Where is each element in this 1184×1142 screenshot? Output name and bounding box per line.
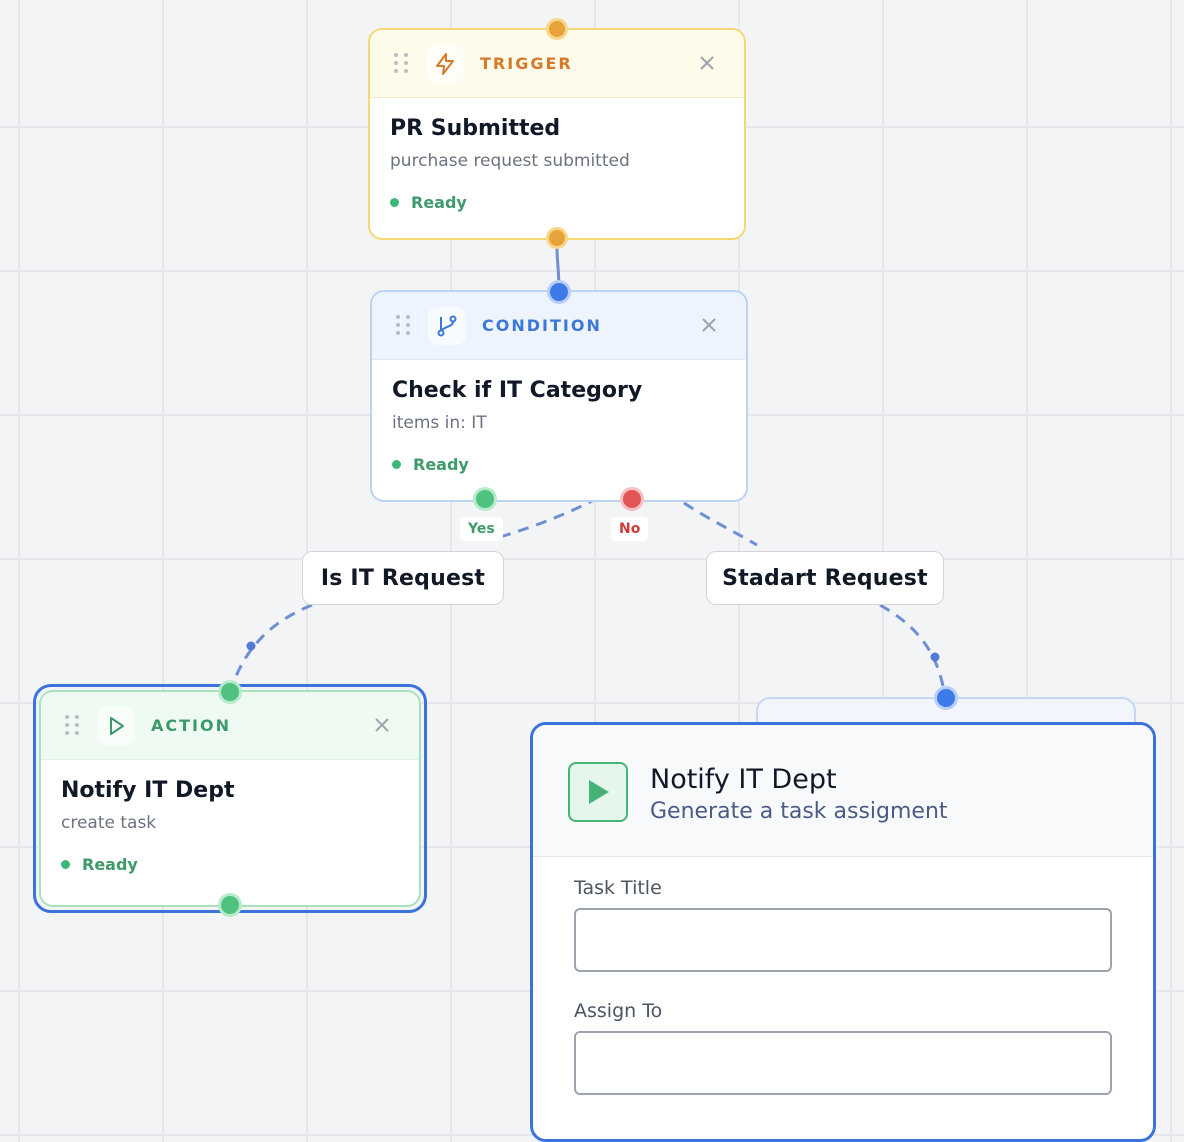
trigger-node[interactable]: TRIGGER PR Submitted purchase request su… [368,28,746,240]
git-branch-icon [428,306,466,345]
node-type-label: CONDITION [482,316,602,335]
status-label: Ready [82,855,138,874]
node-subtitle: create task [61,813,157,833]
panel-title: Notify IT Dept [650,764,837,795]
edge-is-it-to-action[interactable] [229,603,313,691]
assign-to-input[interactable] [574,1031,1112,1095]
status-label: Ready [413,455,469,474]
edge-waypoint [246,641,256,651]
panel-header: Notify IT Dept Generate a task assigment [533,725,1153,857]
standard-request-input-handle[interactable] [934,686,958,710]
edge-label-standard-request[interactable]: Stadart Request [706,551,944,605]
status-dot [392,460,401,469]
action-output-handle[interactable] [218,893,242,917]
drag-handle-icon[interactable] [396,314,410,337]
condition-node-header[interactable]: CONDITION [372,292,746,360]
node-title: Check if IT Category [392,378,643,403]
status-indicator: Ready [390,193,724,212]
condition-input-handle[interactable] [547,280,571,304]
trigger-node-header[interactable]: TRIGGER [370,30,744,98]
drag-handle-icon[interactable] [65,714,79,737]
trigger-output-handle[interactable] [546,227,568,249]
play-icon [568,762,628,822]
no-branch-tag: No [611,517,649,541]
edge-waypoint [930,652,940,662]
node-subtitle: purchase request submitted [390,151,630,171]
yes-branch-tag: Yes [460,517,503,541]
edge-no-branch[interactable] [683,501,758,547]
node-type-label: TRIGGER [480,54,573,73]
status-indicator: Ready [61,855,399,874]
edge-label-is-it-request[interactable]: Is IT Request [302,551,504,605]
task-title-input[interactable] [574,908,1112,972]
status-label: Ready [411,193,467,212]
action-node[interactable]: ACTION Notify IT Dept create task Ready [39,690,421,907]
close-icon[interactable] [698,314,720,336]
close-icon[interactable] [696,52,718,74]
status-dot [390,198,399,207]
edge-yes-branch[interactable] [499,499,593,539]
condition-no-handle[interactable] [620,487,644,511]
node-title: PR Submitted [390,116,561,141]
condition-yes-handle[interactable] [473,487,497,511]
assign-to-label: Assign To [574,1000,663,1022]
node-properties-panel: Notify IT Dept Generate a task assigment… [530,722,1156,1142]
node-subtitle: items in: IT [392,413,487,433]
play-icon [97,706,135,745]
drag-handle-icon[interactable] [394,52,408,75]
close-icon[interactable] [371,714,393,736]
condition-node[interactable]: CONDITION Check if IT Category items in:… [370,290,748,502]
status-dot [61,860,70,869]
action-input-handle[interactable] [218,680,242,704]
node-type-label: ACTION [151,716,231,735]
trigger-input-handle[interactable] [546,18,568,40]
lightning-bolt-icon [426,44,464,83]
node-title: Notify IT Dept [61,778,235,803]
edge-standard-to-next[interactable] [879,603,947,698]
panel-subtitle: Generate a task assigment [650,799,948,824]
status-indicator: Ready [392,455,726,474]
task-title-label: Task Title [574,877,662,899]
